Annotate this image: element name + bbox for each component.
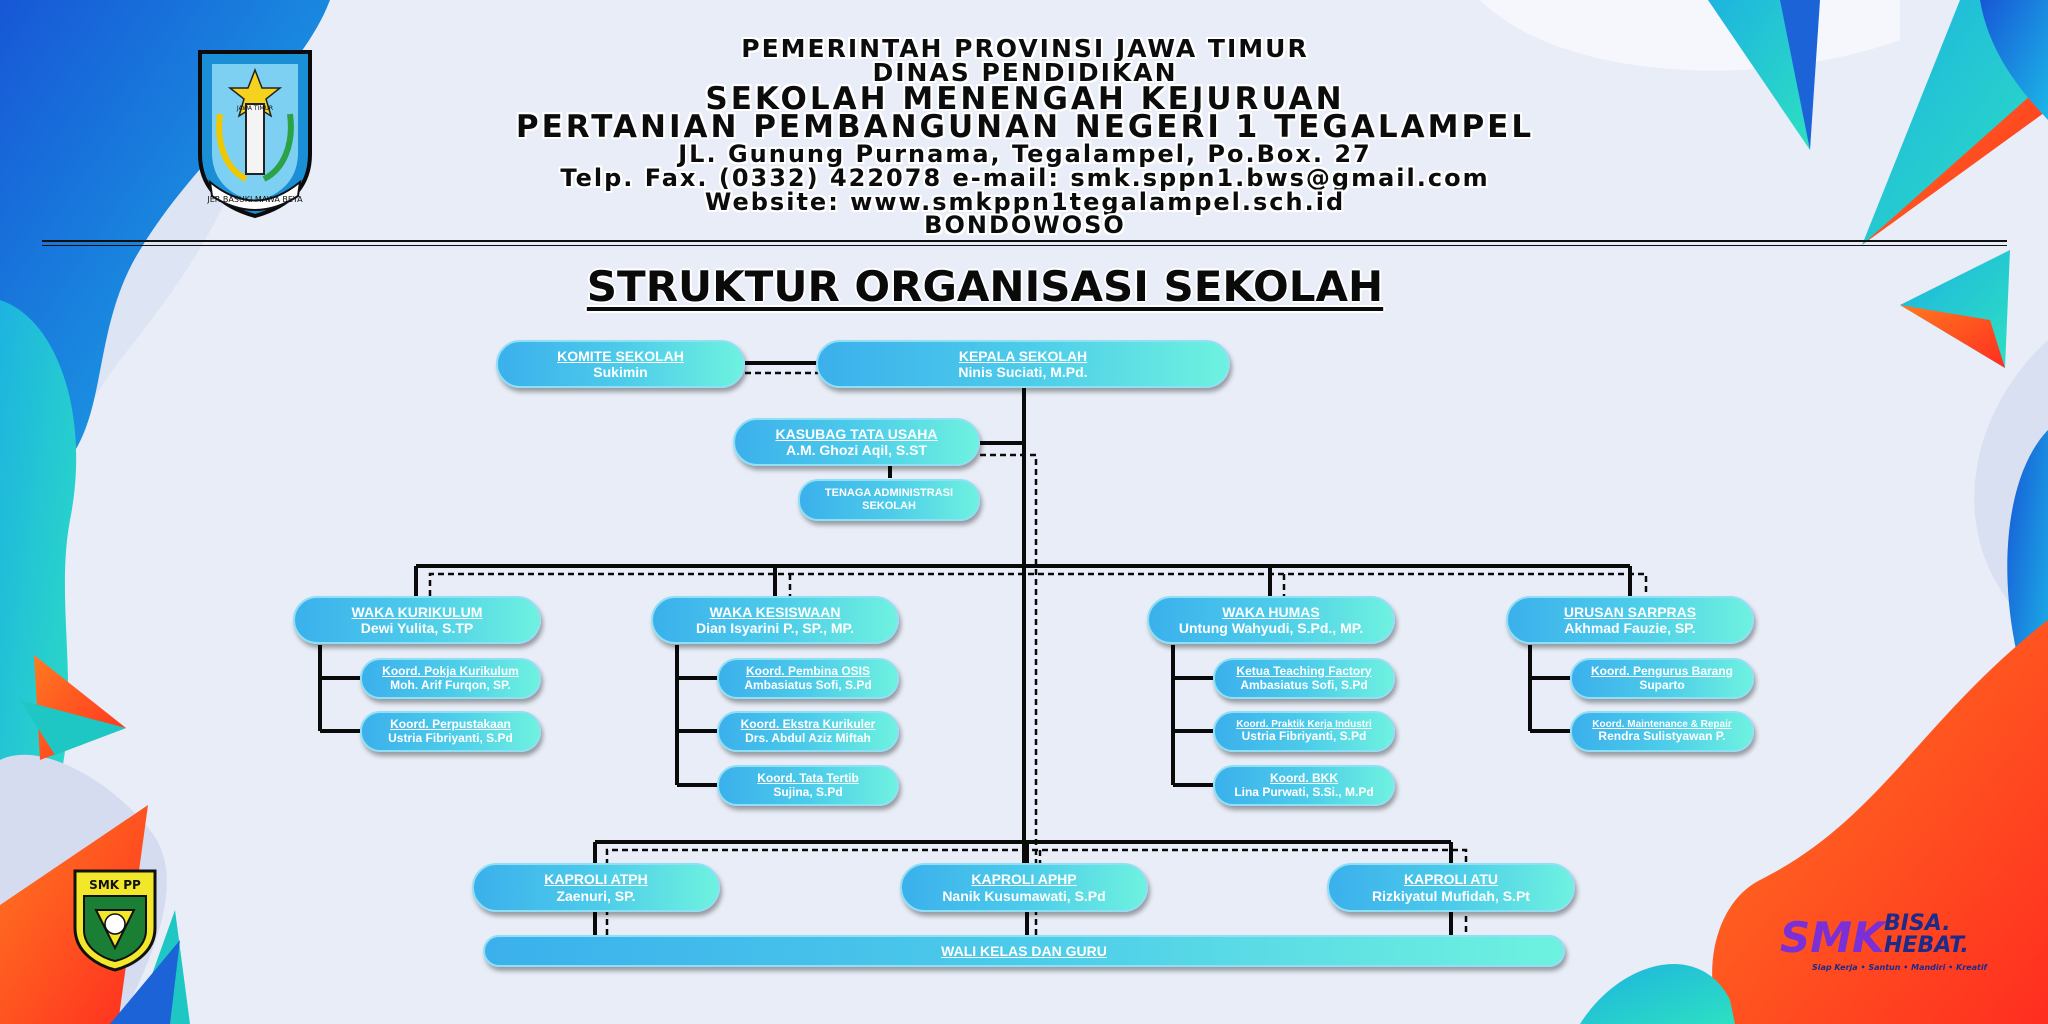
org-node-komite-sekolah: KOMITE SEKOLAH Sukimin <box>496 340 745 388</box>
brand-tag-bisa: BISA. <box>1884 911 1951 936</box>
node-role: WAKA KESISWAAN <box>709 603 841 620</box>
header-line-pemerintah: PEMERINTAH PROVINSI JAWA TIMUR <box>741 34 1309 63</box>
node-name: A.M. Ghozi Aqil, S.ST <box>785 442 928 458</box>
node-name: Suparto <box>1639 677 1685 692</box>
header-city: BONDOWOSO <box>924 211 1126 239</box>
org-node-koord-pembina-osis: Koord. Pembina OSIS Ambasiatus Sofi, S.P… <box>717 658 899 699</box>
emblem-motto: JER BASUKI MAWA BEYA <box>206 195 303 204</box>
node-role: KASUBAG TATA USAHA <box>775 425 938 442</box>
node-role: WAKA HUMAS <box>1222 603 1320 620</box>
header-line-dinas: DINAS PENDIDIKAN <box>872 58 1178 87</box>
node-name: Drs. Abdul Aziz Miftah <box>745 730 871 745</box>
node-role: KAPROLI ATPH <box>544 871 648 888</box>
header-contact: Telp. Fax. (0332) 422078 e-mail: smk.spp… <box>560 164 1490 192</box>
org-node-kepala-sekolah: KEPALA SEKOLAH Ninis Suciati, M.Pd. <box>816 340 1230 388</box>
node-role: Koord. Tata Tertib <box>757 770 859 785</box>
badge-label: SMK PP <box>89 878 141 892</box>
org-node-koord-pokja-kurikulum: Koord. Pokja Kurikulum Moh. Arif Furqon,… <box>360 658 541 699</box>
node-name: Nanik Kusumawati, S.Pd <box>942 887 1106 904</box>
node-role: URUSAN SARPRAS <box>1563 603 1697 620</box>
node-role: Koord. Pengurus Barang <box>1590 663 1733 678</box>
node-name: Ustria Fibriyanti, S.Pd <box>388 730 513 745</box>
node-name: Rendra Sulistyawan P. <box>1598 729 1726 744</box>
header-address: JL. Gunung Purnama, Tegalampel, Po.Box. … <box>678 140 1372 168</box>
node-role: KOMITE SEKOLAH <box>557 347 684 364</box>
brand-smk: SMK <box>1780 913 1888 962</box>
org-node-ketua-teaching-factory: Ketua Teaching Factory Ambasiatus Sofi, … <box>1213 658 1395 699</box>
org-node-koord-pengurus-barang: Koord. Pengurus Barang Suparto <box>1570 658 1754 699</box>
org-node-kasubag-tu: KASUBAG TATA USAHA A.M. Ghozi Aqil, S.ST <box>733 418 980 466</box>
node-name: Moh. Arif Furqon, SP. <box>390 677 511 692</box>
org-node-koord-maintenance-repair: Koord. Maintenance & Repair Rendra Sulis… <box>1570 711 1754 752</box>
node-name: Ambasiatus Sofi, S.Pd <box>1240 677 1368 692</box>
jawa-timur-emblem-logo: JER BASUKI MAWA BEYA JAWA TIMUR <box>190 44 320 220</box>
header-divider <box>42 240 2007 242</box>
node-role: WAKA KURIKULUM <box>351 603 483 620</box>
emblem-top-label: JAWA TIMUR <box>236 105 273 112</box>
node-name: Sujina, S.Pd <box>773 784 843 799</box>
org-node-koord-praktik-kerja-industri: Koord. Praktik Kerja Industri Ustria Fib… <box>1213 711 1395 752</box>
org-node-kaproli-atu: KAPROLI ATU Rizkiyatul Mufidah, S.Pt <box>1327 863 1575 912</box>
node-role: KEPALA SEKOLAH <box>958 347 1088 364</box>
page-title: STRUKTUR ORGANISASI SEKOLAH <box>586 262 1384 311</box>
smk-bisa-hebat-logo: SMK BISA. HEBAT. Siap Kerja • Santun • M… <box>1776 900 2016 980</box>
node-role: Koord. Perpustakaan <box>390 716 511 731</box>
org-node-waka-humas: WAKA HUMAS Untung Wahyudi, S.Pd., MP. <box>1147 596 1395 644</box>
org-node-waka-kesiswaan: WAKA KESISWAAN Dian Isyarini P., SP., MP… <box>651 596 899 644</box>
node-role: Koord. BKK <box>1270 770 1338 785</box>
node-name: Ninis Suciati, M.Pd. <box>958 364 1088 380</box>
org-node-urusan-sarpras: URUSAN SARPRAS Akhmad Fauzie, SP. <box>1506 596 1754 644</box>
org-node-tenaga-administrasi: TENAGA ADMINISTRASI SEKOLAH <box>798 479 980 521</box>
node-name: Ustria Fibriyanti, S.Pd <box>1241 729 1367 744</box>
node-role: Koord. Ekstra Kurikuler <box>740 716 876 731</box>
header-website: Website: www.smkppn1tegalampel.sch.id <box>704 188 1346 216</box>
org-node-koord-bkk: Koord. BKK Lina Purwati, S.Si., M.Pd <box>1213 765 1395 806</box>
node-role: WALI KELAS DAN GURU <box>941 942 1107 959</box>
brand-tag-hebat: HEBAT. <box>1884 933 1969 958</box>
org-node-kaproli-atph: KAPROLI ATPH Zaenuri, SP. <box>472 863 720 912</box>
node-name: Ambasiatus Sofi, S.Pd <box>744 677 872 692</box>
org-node-koord-perpustakaan: Koord. Perpustakaan Ustria Fibriyanti, S… <box>360 711 541 752</box>
node-name: Rizkiyatul Mufidah, S.Pt <box>1372 887 1530 904</box>
org-node-koord-ekstra-kurikuler: Koord. Ekstra Kurikuler Drs. Abdul Aziz … <box>717 711 899 752</box>
node-role: Ketua Teaching Factory <box>1236 663 1372 678</box>
node-name: Dian Isyarini P., SP., MP. <box>696 620 854 636</box>
node-name: Sukimin <box>593 364 648 380</box>
brand-slogan: Siap Kerja • Santun • Mandiri • Kreatif <box>1812 963 1989 972</box>
header-line-school-name: PERTANIAN PEMBANGUNAN NEGERI 1 TEGALAMPE… <box>515 109 1535 145</box>
org-node-koord-tata-tertib: Koord. Tata Tertib Sujina, S.Pd <box>717 765 899 806</box>
header-line-smk: SEKOLAH MENENGAH KEJURUAN <box>705 81 1345 117</box>
node-role: Koord. Pembina OSIS <box>745 663 871 678</box>
node-name: Lina Purwati, S.Si., M.Pd <box>1234 784 1374 799</box>
node-name: Akhmad Fauzie, SP. <box>1564 620 1696 636</box>
smk-pp-badge-logo: SMK PP <box>70 866 160 972</box>
org-node-waka-kurikulum: WAKA KURIKULUM Dewi Yulita, S.TP <box>293 596 541 644</box>
header-divider-thin <box>42 245 2007 246</box>
org-node-kaproli-aphp: KAPROLI APHP Nanik Kusumawati, S.Pd <box>900 863 1148 912</box>
node-name: Zaenuri, SP. <box>556 887 636 904</box>
node-role: Koord. Pokja Kurikulum <box>382 663 519 678</box>
node-label-line1: TENAGA ADMINISTRASI <box>824 487 954 500</box>
node-label-line2: SEKOLAH <box>862 500 916 512</box>
node-role: KAPROLI ATU <box>1403 871 1499 888</box>
node-role: KAPROLI APHP <box>971 871 1077 888</box>
node-role: Koord. Maintenance & Repair <box>1592 718 1732 730</box>
node-name: Untung Wahyudi, S.Pd., MP. <box>1178 620 1364 636</box>
node-role: Koord. Praktik Kerja Industri <box>1236 718 1372 730</box>
node-name: Dewi Yulita, S.TP <box>360 620 474 636</box>
org-node-wali-kelas-dan-guru: WALI KELAS DAN GURU <box>483 935 1565 967</box>
